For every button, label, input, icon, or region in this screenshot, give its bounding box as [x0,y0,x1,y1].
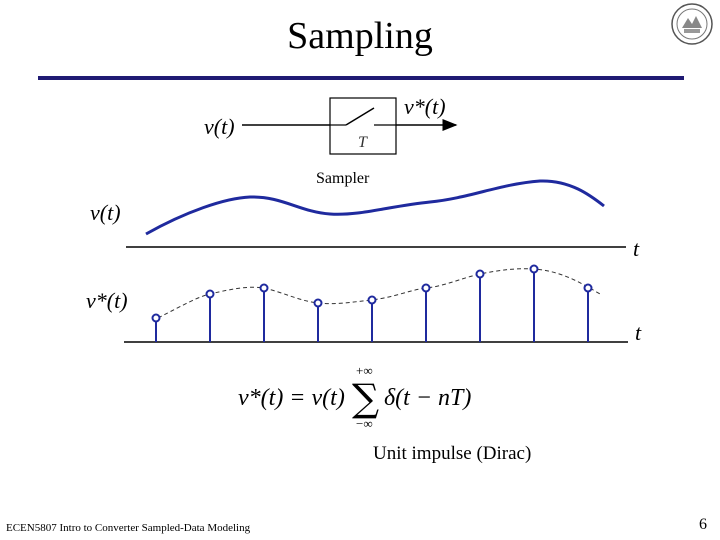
sample-point-7 [475,269,485,279]
sampler-output-label: v*(t) [404,94,446,119]
sample-point-1 [151,313,161,323]
switch-blade [345,107,375,126]
sample-point-4 [313,298,323,308]
sum-upper-limit: +∞ [356,363,373,378]
continuous-signal-label: v(t) [90,200,121,225]
page-number: 6 [699,516,707,533]
sample-point-3 [259,283,269,293]
sample-impulses [151,264,593,342]
title-rule [38,76,684,80]
continuous-time-axis-label: t [633,236,640,261]
dirac-annotation: Unit impulse (Dirac) [373,443,532,464]
sum-symbol: ∑ [352,376,379,420]
sampler-box [329,97,397,155]
slide-footer: ECEN5807 Intro to Converter Sampled-Data… [6,522,251,534]
sampling-equation: v*(t) = v(t) +∞ ∑ −∞ δ(t − nT) [238,363,471,431]
sampling-period-label: T [358,134,367,151]
sampled-envelope-dashed [157,268,601,319]
sampled-time-axis-label: t [635,320,642,345]
sample-point-2 [205,289,215,299]
sample-point-5 [367,295,377,305]
sample-point-9 [583,283,593,293]
slide-title: Sampling [287,15,433,57]
equation-summand: δ(t − nT) [384,385,471,411]
sampler-caption: Sampler [316,170,370,187]
sampled-signal-label: v*(t) [86,288,128,313]
sampler-input-label: v(t) [204,114,235,139]
sample-point-8 [529,264,539,274]
continuous-waveform [145,179,605,236]
university-seal-logo [671,3,713,45]
equation-lhs: v*(t) = v(t) [238,385,345,411]
sample-point-6 [421,283,431,293]
sum-lower-limit: −∞ [356,416,373,431]
